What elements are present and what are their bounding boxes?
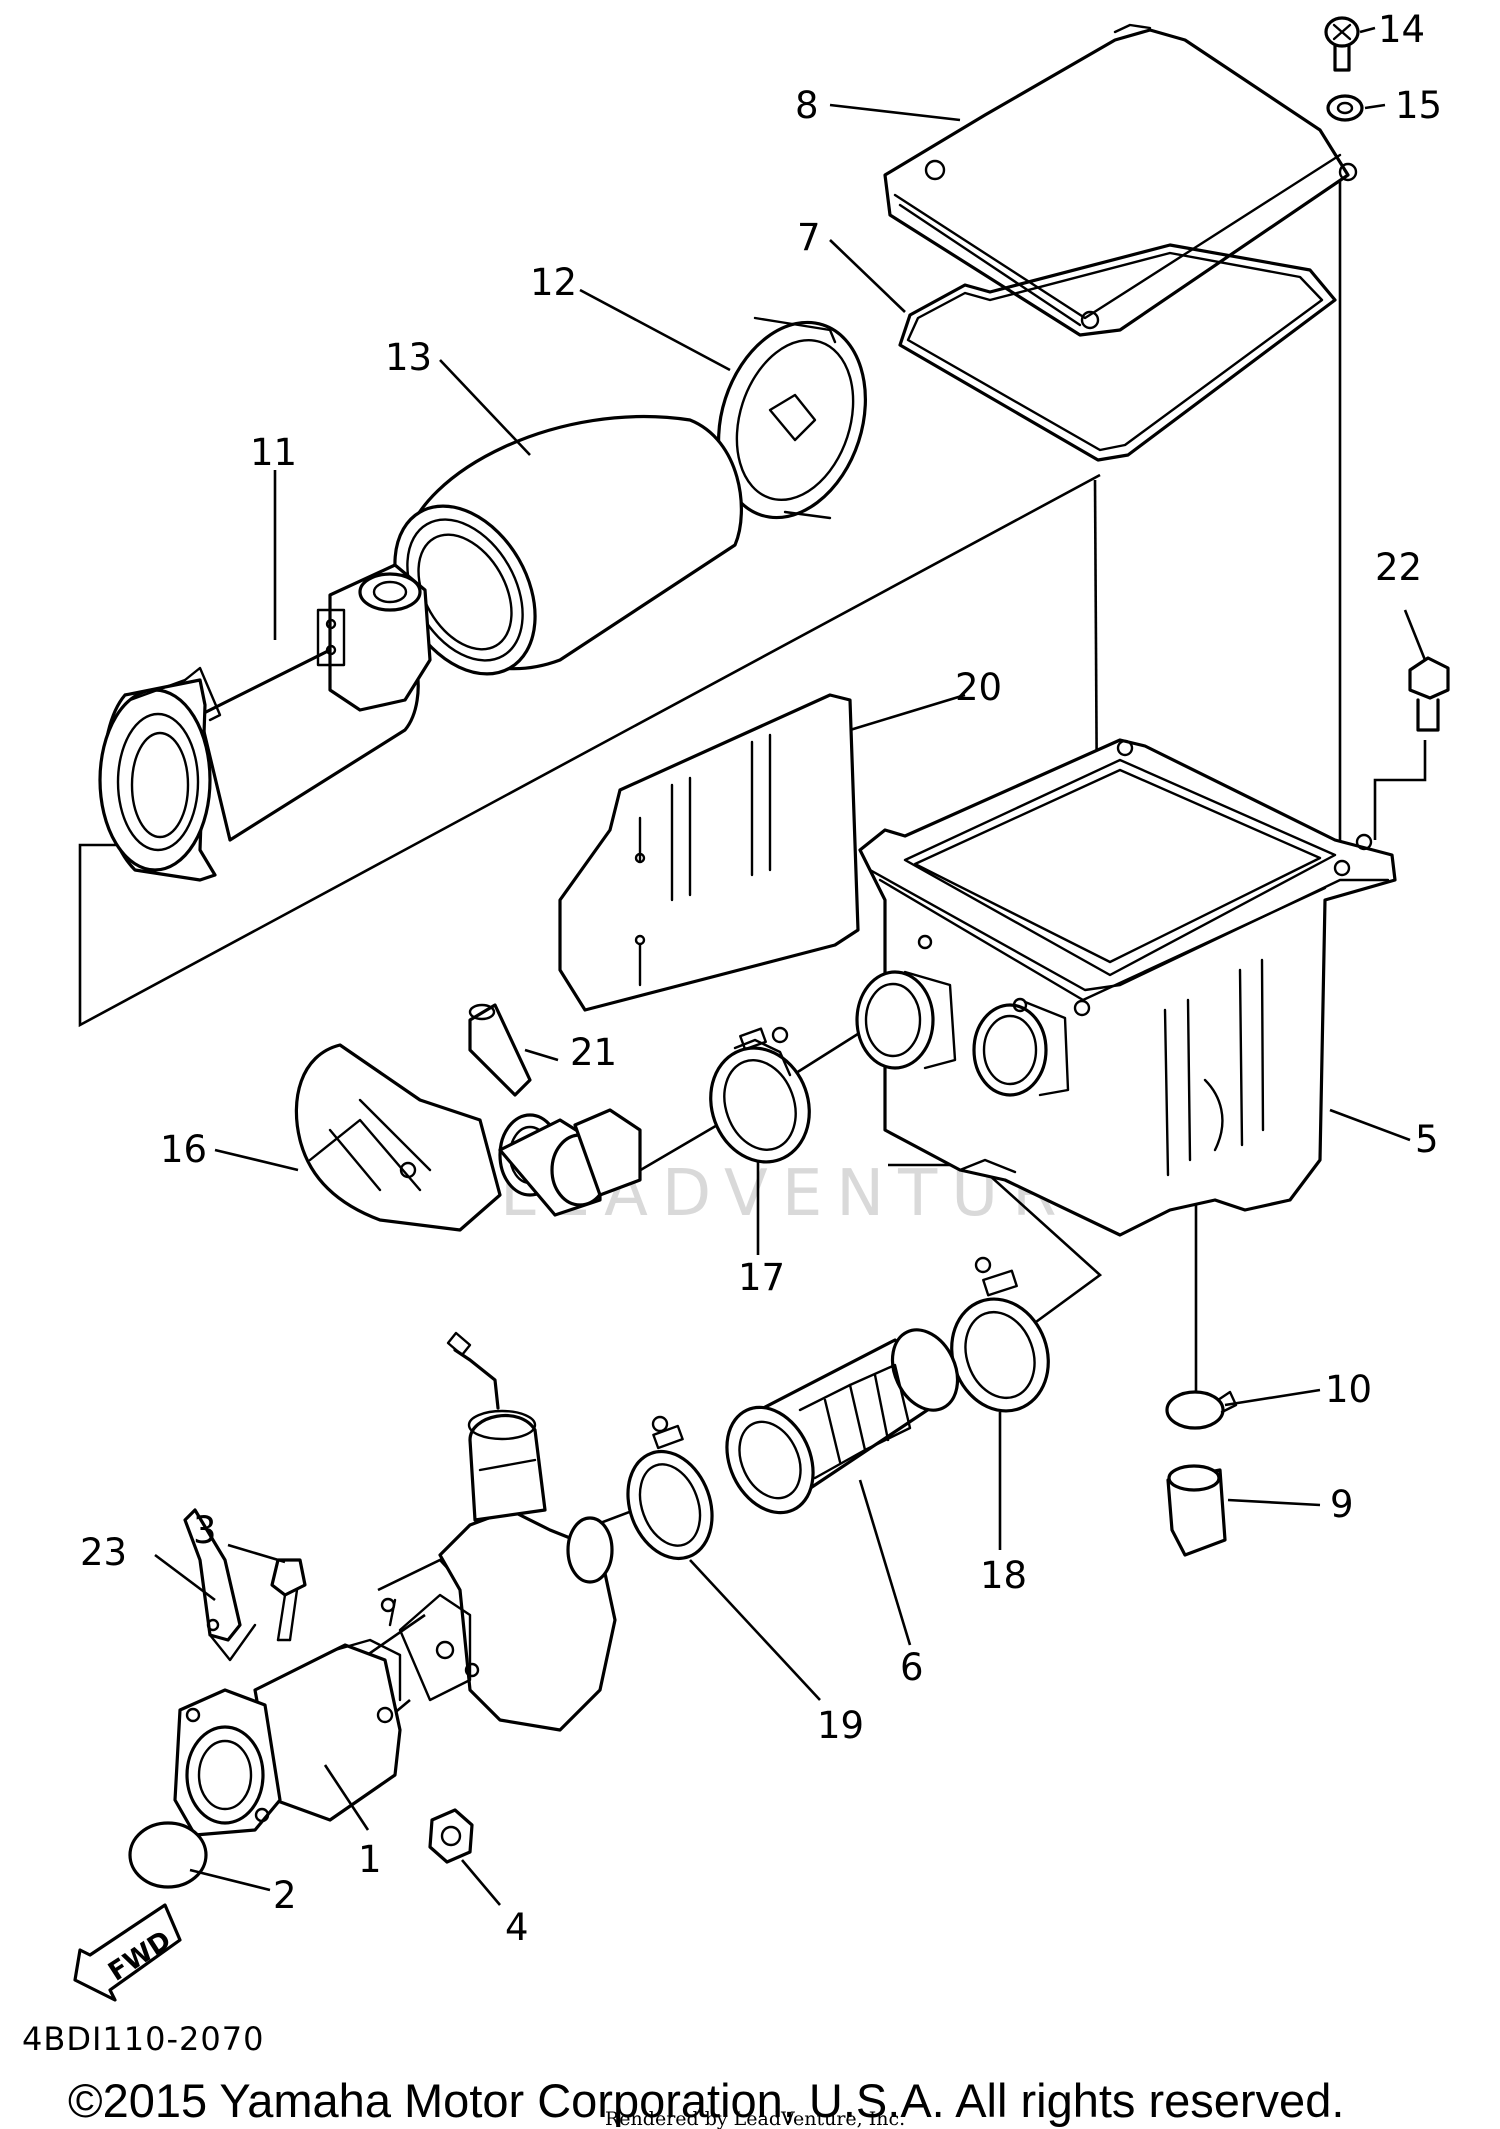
screw-3	[270, 1558, 307, 1642]
air-box-cover	[883, 23, 1358, 337]
callout-11: 11	[250, 431, 297, 474]
callout-23: 23	[80, 1531, 127, 1574]
bolt-22	[1408, 656, 1450, 732]
drain-plug-9	[1166, 1464, 1227, 1557]
clamp-17	[709, 1026, 811, 1164]
rendered-by: Rendered by LeadVenture, Inc.	[605, 2108, 905, 2129]
callout-14: 14	[1378, 8, 1425, 51]
callout-21: 21	[570, 1031, 617, 1074]
callout-2: 2	[273, 1874, 297, 1917]
callout-3: 3	[193, 1509, 217, 1552]
filter-end-cap	[717, 316, 867, 520]
air-box-body	[855, 738, 1397, 1237]
drain-clamp-10	[1165, 1390, 1238, 1430]
drain-hose-21	[468, 1003, 532, 1097]
callout-13: 13	[385, 336, 432, 379]
callout-15: 15	[1395, 84, 1442, 127]
manifold-cap	[128, 1821, 208, 1889]
callout-20: 20	[955, 666, 1002, 709]
callout-1: 1	[358, 1838, 382, 1881]
clamp-18	[950, 1256, 1050, 1413]
carburetor	[380, 1331, 617, 1732]
callout-4: 4	[505, 1906, 529, 1949]
drawing-code: 4BDI110-2070	[22, 2020, 264, 2058]
callout-5: 5	[1415, 1118, 1439, 1161]
filter-guide	[98, 627, 420, 882]
screw-14	[1324, 16, 1360, 72]
callout-17: 17	[738, 1256, 785, 1299]
callout-7: 7	[797, 216, 821, 259]
clamp-19	[626, 1415, 714, 1561]
callout-19: 19	[817, 1704, 864, 1747]
callout-12: 12	[530, 261, 577, 304]
callout-9: 9	[1330, 1483, 1354, 1526]
cable-holder	[183, 1508, 257, 1662]
callout-22: 22	[1375, 546, 1422, 589]
washer-15	[1326, 94, 1364, 122]
fwd-arrow: FWD	[73, 1903, 182, 2002]
carburetor-joint	[725, 1328, 960, 1515]
callout-numbers: 8 7 12 13 11 14 15 22 20 21 16 5 17 18 1…	[80, 8, 1442, 1949]
callout-16: 16	[160, 1128, 207, 1171]
baffle-plate	[558, 693, 860, 1012]
intake-manifold	[173, 1638, 402, 1837]
callout-6: 6	[900, 1646, 924, 1689]
cover-gasket	[898, 243, 1337, 462]
callout-8: 8	[795, 84, 819, 127]
copyright-notice: ©2015 Yamaha Motor Corporation, U.S.A. A…	[68, 2074, 1344, 2127]
callout-10: 10	[1325, 1368, 1372, 1411]
nut-4	[428, 1808, 474, 1864]
callout-leaders	[154, 26, 1427, 1906]
intake-duct	[294, 563, 642, 1232]
callout-18: 18	[980, 1554, 1027, 1597]
